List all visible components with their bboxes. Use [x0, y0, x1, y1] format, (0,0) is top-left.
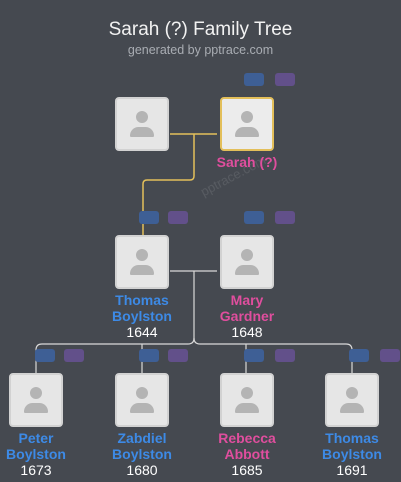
person-last-name: Boylston	[6, 446, 66, 462]
person-birth-year: 1691	[336, 462, 368, 478]
tag-blue[interactable]	[139, 211, 159, 224]
avatar-icon-body	[130, 265, 154, 275]
person-card[interactable]	[115, 235, 169, 289]
person-card[interactable]	[325, 373, 379, 427]
avatar-icon	[241, 111, 253, 123]
avatar-icon	[136, 111, 148, 123]
tag-purple[interactable]	[168, 349, 188, 362]
avatar-icon-body	[235, 403, 259, 413]
person-peter[interactable]: Peter Boylston 1673	[0, 373, 86, 478]
person-rebecca[interactable]: Rebecca Abbott 1685	[197, 373, 297, 478]
person-first-name: Zabdiel	[117, 430, 167, 446]
person-card[interactable]	[115, 97, 169, 151]
avatar-icon-body	[235, 265, 259, 275]
tag-purple[interactable]	[380, 349, 400, 362]
avatar-icon	[136, 387, 148, 399]
person-birth-year: 1680	[126, 462, 158, 478]
person-card[interactable]	[220, 235, 274, 289]
person-zabdiel[interactable]: Zabdiel Boylston 1680	[92, 373, 192, 478]
tag-purple[interactable]	[275, 349, 295, 362]
person-card[interactable]	[115, 373, 169, 427]
person-first-name: Thomas	[325, 430, 379, 446]
avatar-icon-body	[235, 127, 259, 137]
person-thomas-1691[interactable]: Thomas Boylston 1691	[302, 373, 401, 478]
page-title: Sarah (?) Family Tree	[108, 19, 293, 40]
person-card-root[interactable]	[220, 97, 274, 151]
tag-blue[interactable]	[139, 349, 159, 362]
avatar-icon-body	[130, 403, 154, 413]
marriage-connector	[170, 270, 217, 340]
person-unknown-spouse[interactable]	[92, 97, 192, 151]
avatar-icon-body	[340, 403, 364, 413]
avatar-icon	[30, 387, 42, 399]
tag-blue[interactable]	[244, 73, 264, 86]
tag-blue[interactable]	[244, 349, 264, 362]
person-card[interactable]	[220, 373, 274, 427]
person-first-name: Thomas	[115, 292, 169, 308]
person-last-name: Boylston	[112, 308, 172, 324]
person-birth-year: 1673	[20, 462, 52, 478]
avatar-icon-body	[130, 127, 154, 137]
tag-blue[interactable]	[349, 349, 369, 362]
person-last-name: Boylston	[112, 446, 172, 462]
person-last-name: Gardner	[219, 308, 275, 324]
avatar-icon	[136, 249, 148, 261]
person-birth-year: 1648	[231, 324, 263, 340]
tag-purple[interactable]	[275, 211, 295, 224]
avatar-icon	[346, 387, 358, 399]
avatar-icon-body	[24, 403, 48, 413]
tag-purple[interactable]	[168, 211, 188, 224]
person-first-name: Peter	[18, 430, 54, 446]
person-birth-year: 1685	[231, 462, 263, 478]
person-thomas-1644[interactable]: Thomas Boylston 1644	[92, 235, 192, 340]
person-mary[interactable]: Mary Gardner 1648	[197, 235, 297, 340]
person-last-name: Boylston	[322, 446, 382, 462]
tag-purple[interactable]	[275, 73, 295, 86]
tag-blue[interactable]	[244, 211, 264, 224]
avatar-icon	[241, 387, 253, 399]
tag-purple[interactable]	[64, 349, 84, 362]
person-first-name: Mary	[230, 292, 264, 308]
tag-blue[interactable]	[35, 349, 55, 362]
person-sarah[interactable]: Sarah (?)	[197, 97, 297, 170]
person-birth-year: 1644	[126, 324, 158, 340]
person-first-name: Rebecca	[218, 430, 276, 446]
person-last-name: Abbott	[224, 446, 270, 462]
person-name: Sarah (?)	[216, 154, 278, 170]
root-connector	[142, 133, 217, 235]
person-card[interactable]	[9, 373, 63, 427]
page-subtitle: generated by pptrace.com	[127, 43, 274, 57]
avatar-icon	[241, 249, 253, 261]
